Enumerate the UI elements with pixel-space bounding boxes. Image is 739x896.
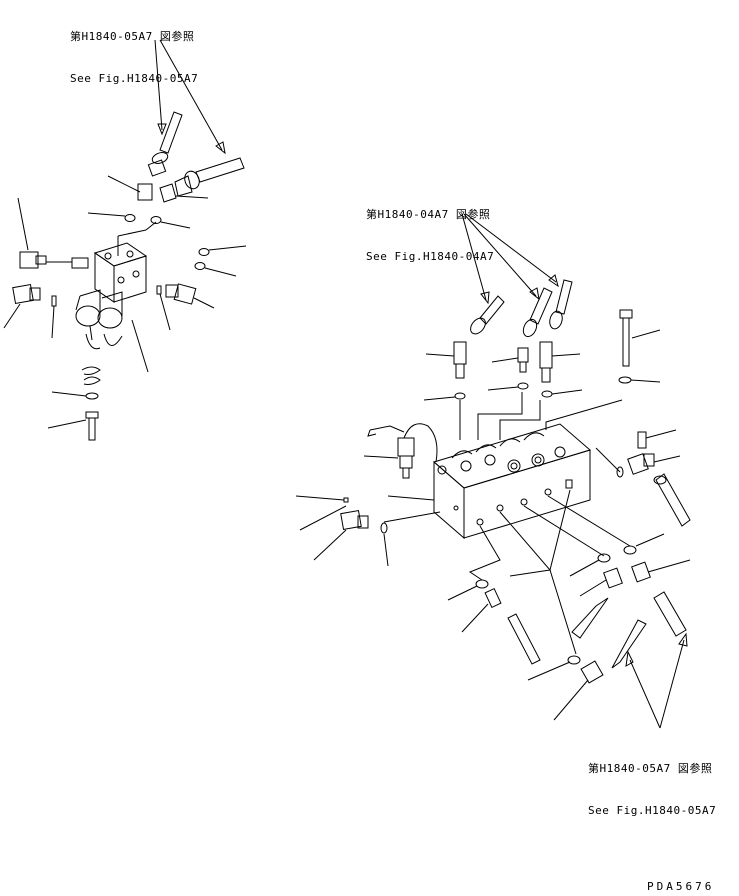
valve-block-left bbox=[93, 221, 157, 303]
left-valve-assembly bbox=[3, 39, 247, 441]
bolt-right bbox=[618, 309, 661, 384]
fitting-left-1 bbox=[107, 175, 153, 201]
reference-arrow-top-left bbox=[154, 39, 226, 155]
lower-port-routes bbox=[468, 489, 631, 655]
spring-washer-bolt bbox=[47, 366, 101, 441]
reference-arrow-middle bbox=[461, 213, 559, 305]
manifold-side-fittings bbox=[295, 495, 441, 567]
solenoid-left bbox=[75, 289, 123, 350]
figure-reference-en: See Fig.H1840-05A7 bbox=[588, 804, 717, 817]
manifold-block-right bbox=[432, 423, 592, 540]
figure-reference-middle[interactable]: 第H1840-04A7 図参照 See Fig.H1840-04A7 bbox=[366, 180, 494, 292]
figure-reference-jp: 第H1840-05A7 図参照 bbox=[588, 762, 713, 775]
manifold-right-fittings bbox=[595, 429, 691, 527]
elbow-fitting-left bbox=[3, 283, 41, 329]
hose-left-2 bbox=[174, 157, 245, 197]
elbow-fitting-right-of-block bbox=[165, 283, 215, 309]
figure-reference-en: See Fig.H1840-04A7 bbox=[366, 250, 495, 263]
pressure-sensor bbox=[363, 423, 438, 479]
connector-left bbox=[17, 197, 89, 269]
leader-line bbox=[131, 319, 149, 373]
fitting-right-1 bbox=[425, 341, 467, 379]
figure-reference-jp: 第H1840-05A7 図参照 bbox=[70, 30, 195, 43]
figure-reference-en: See Fig.H1840-05A7 bbox=[70, 72, 199, 85]
o-ring-left-group bbox=[87, 212, 247, 277]
reference-arrow-bottom-right bbox=[625, 632, 688, 729]
o-ring-right-group bbox=[423, 382, 583, 401]
fitting-right-3 bbox=[539, 341, 581, 383]
fitting-right-2 bbox=[491, 347, 529, 373]
hose-left-1 bbox=[147, 111, 183, 177]
hose-right-1 bbox=[470, 295, 505, 335]
manifold-port-leaders bbox=[459, 392, 623, 440]
lower-fittings bbox=[447, 533, 691, 721]
hose-right-2 bbox=[522, 287, 553, 338]
figure-reference-jp: 第H1840-04A7 図参照 bbox=[366, 208, 491, 221]
figure-reference-bottom-right[interactable]: 第H1840-05A7 図参照 See Fig.H1840-05A7 bbox=[588, 734, 716, 846]
drawing-code: PDA5676 bbox=[647, 880, 715, 893]
right-valve-assembly bbox=[295, 213, 691, 729]
small-plug-left bbox=[51, 285, 171, 339]
hose-right-3 bbox=[549, 279, 573, 330]
figure-reference-top-left[interactable]: 第H1840-05A7 図参照 See Fig.H1840-05A7 bbox=[70, 2, 198, 114]
fitting-left-2 bbox=[159, 183, 209, 203]
